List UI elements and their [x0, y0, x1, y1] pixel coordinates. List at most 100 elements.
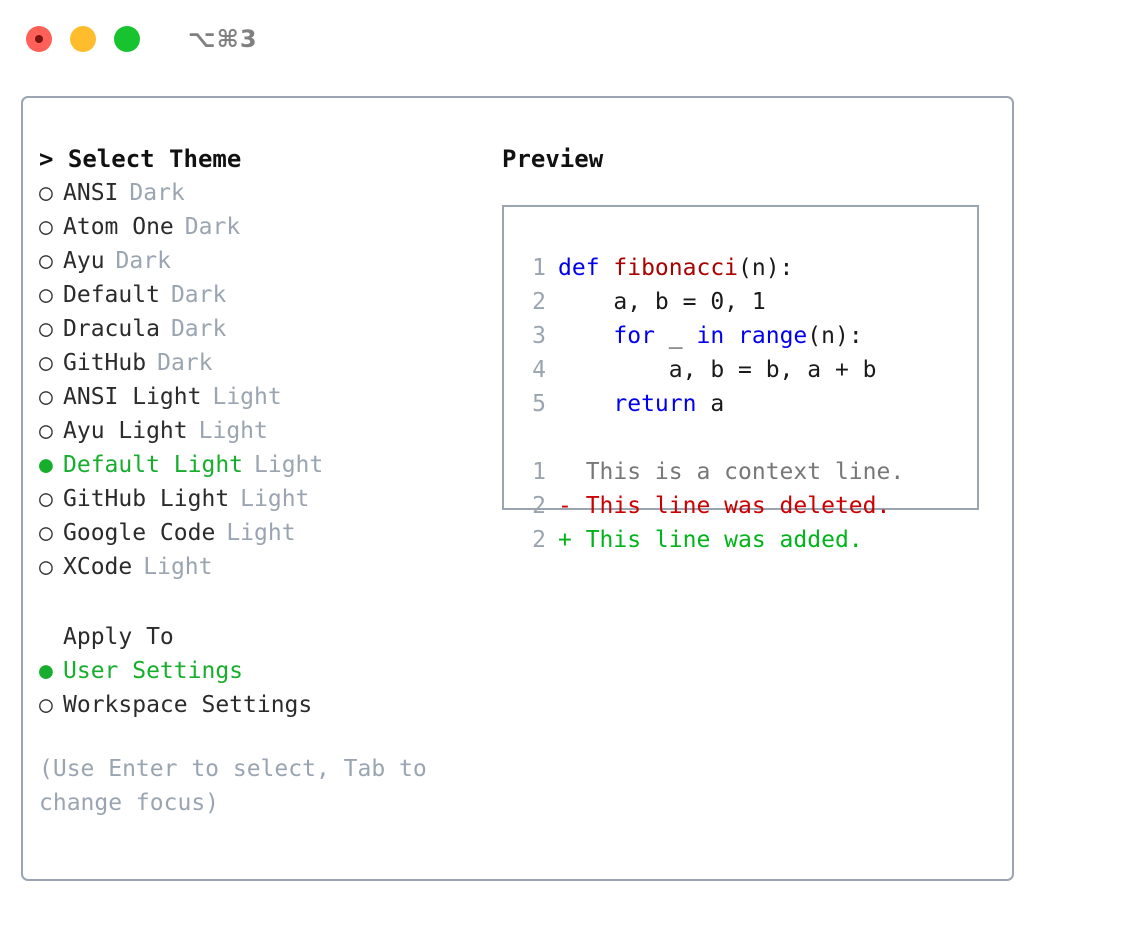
section-divider [39, 584, 479, 620]
theme-list-header: > Select Theme [39, 145, 242, 173]
theme-name: GitHub Light [63, 486, 230, 512]
radio-icon[interactable]: ○ [39, 486, 53, 512]
theme-list-item-default-light[interactable]: ● Default Light Light [39, 448, 479, 482]
theme-name: XCode [63, 554, 133, 580]
code-token: in [696, 323, 725, 349]
theme-name: ANSI [63, 180, 119, 206]
diff-text: - This line was deleted. [558, 493, 891, 519]
diff-line-context: 1 This is a context line. [520, 455, 977, 489]
diff-line-added: 2 + This line was added. [520, 523, 977, 557]
theme-list-item-ansi-light[interactable]: ○ ANSI Light Light [39, 380, 479, 414]
theme-name: Default Light [63, 452, 244, 478]
code-token: def [558, 255, 614, 281]
traffic-lights [26, 26, 140, 52]
radio-icon[interactable]: ○ [39, 692, 53, 718]
diff-text: + This line was added. [558, 527, 863, 553]
theme-variant: Light [254, 452, 324, 478]
code-token: for [613, 323, 655, 349]
theme-variant: Dark [170, 282, 227, 308]
radio-icon[interactable]: ○ [39, 554, 53, 580]
theme-name: ANSI Light [63, 384, 202, 410]
code-token [724, 319, 738, 353]
code-blank-line [520, 421, 977, 455]
minimize-dot-icon[interactable] [70, 26, 96, 52]
radio-icon[interactable]: ○ [39, 350, 53, 376]
radio-icon[interactable]: ○ [39, 282, 53, 308]
radio-icon-selected[interactable]: ● [39, 452, 53, 478]
theme-name: Ayu [63, 248, 105, 274]
line-number: 2 [532, 493, 546, 519]
code-token [558, 387, 613, 421]
code-token [558, 319, 613, 353]
theme-variant: Light [212, 384, 282, 410]
code-token: _ [654, 323, 697, 349]
theme-variant: Light [226, 520, 296, 546]
theme-variant: Dark [170, 316, 227, 342]
theme-name: Ayu Light [63, 418, 188, 444]
code-line: 5 return a [520, 387, 977, 421]
preview-header: Preview [502, 145, 604, 173]
theme-variant: Dark [157, 350, 213, 376]
theme-variant: Light [198, 418, 268, 444]
theme-list-item-ayu-dark[interactable]: ○ Ayu Dark [39, 244, 479, 278]
close-dot-icon[interactable] [26, 26, 52, 52]
line-number: 3 [532, 323, 546, 349]
keyboard-hint-text: (Use Enter to select, Tab to change focu… [39, 756, 427, 816]
line-number: 2 [532, 289, 546, 315]
theme-list-item-xcode[interactable]: ○ XCode Light [39, 550, 479, 584]
apply-to-header: Apply To [63, 624, 174, 650]
apply-to-item-workspace-settings[interactable]: ○ Workspace Settings [39, 688, 479, 722]
radio-icon[interactable]: ○ [39, 180, 53, 206]
line-number: 1 [532, 459, 546, 485]
apply-to-label: Workspace Settings [63, 692, 313, 718]
radio-icon[interactable]: ○ [39, 520, 53, 546]
code-token: a [696, 391, 725, 417]
code-token: a, b = b, a + b [558, 357, 877, 383]
apply-to-item-user-settings[interactable]: ●User Settings [39, 654, 479, 688]
code-line: 3 for _ in range(n): [520, 319, 977, 353]
code-token: (n): [738, 255, 794, 281]
diff-line-deleted: 2 - This line was deleted. [520, 489, 977, 523]
theme-list-item-ayu-light[interactable]: ○ Ayu Light Light [39, 414, 479, 448]
theme-variant: Dark [115, 248, 171, 274]
code-line: 4 a, b = b, a + b [520, 353, 977, 387]
theme-list-item-atom-one-dark[interactable]: ○ Atom One Dark [39, 210, 479, 244]
theme-name: Google Code [63, 520, 216, 546]
maximize-dot-icon[interactable] [114, 26, 140, 52]
window-titlebar: ⌥⌘3 [0, 0, 1140, 78]
radio-icon[interactable]: ○ [39, 418, 53, 444]
theme-name: Atom One [63, 214, 174, 240]
theme-list-item-github-dark[interactable]: ○ GitHub Dark [39, 346, 479, 380]
code-token: range [738, 323, 808, 349]
code-line: 2 a, b = 0, 1 [520, 285, 977, 319]
line-number: 4 [532, 357, 546, 383]
radio-icon[interactable]: ○ [39, 248, 53, 274]
radio-icon[interactable]: ○ [39, 316, 53, 342]
radio-icon[interactable]: ○ [39, 214, 53, 240]
theme-variant: Light [143, 554, 213, 580]
code-token: fibonacci [613, 255, 739, 281]
diff-text: This is a context line. [558, 459, 905, 485]
line-number: 5 [532, 391, 546, 417]
code-token: (n): [807, 323, 863, 349]
apply-to-list: ●User Settings ○ Workspace Settings [39, 654, 479, 722]
radio-icon[interactable]: ○ [39, 384, 53, 410]
window-title: ⌥⌘3 [188, 25, 258, 53]
theme-name: GitHub [63, 350, 147, 376]
theme-variant: Dark [184, 214, 241, 240]
code-token: return [613, 391, 697, 417]
line-number: 2 [532, 527, 546, 553]
theme-list-item-google-code[interactable]: ○ Google Code Light [39, 516, 479, 550]
radio-icon-selected[interactable]: ● [39, 658, 53, 684]
